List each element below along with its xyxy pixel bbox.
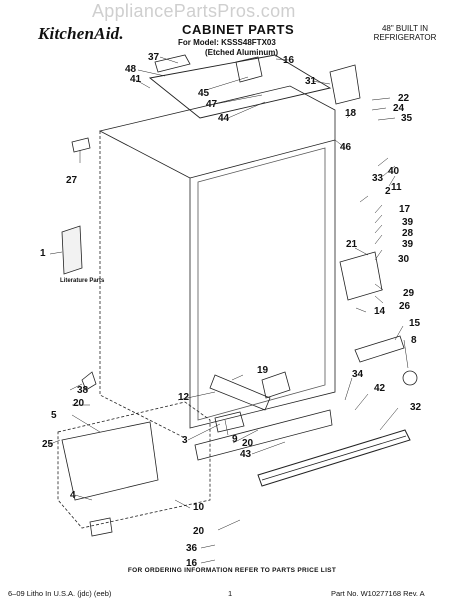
product-line-2: REFRIGERATOR — [373, 33, 437, 42]
callout-40: 40 — [388, 166, 400, 177]
callout-5: 5 — [51, 410, 57, 421]
cabinet-top-panel — [148, 54, 332, 119]
product-description: 48" BUILT IN REFRIGERATOR — [366, 24, 444, 42]
foot-bracket — [89, 517, 113, 537]
callout-29: 29 — [403, 288, 415, 299]
shim-plate — [261, 371, 291, 399]
callout-30: 30 — [398, 254, 410, 265]
roller-cylinder — [354, 335, 405, 363]
cabinet-inner-wall — [99, 131, 186, 439]
cabinet-interior-opening — [197, 147, 326, 421]
callout-4: 4 — [70, 490, 76, 501]
roller-wheel — [402, 370, 418, 386]
callout-31: 31 — [305, 76, 317, 87]
callout-20: 20 — [73, 398, 85, 409]
callout-39: 39 — [402, 239, 414, 250]
callout-28: 28 — [402, 228, 414, 239]
leveling-rail — [61, 421, 159, 501]
callout-47: 47 — [206, 99, 218, 110]
page-title: CABINET PARTS — [182, 22, 295, 37]
roller-assembly — [209, 374, 271, 411]
callout-24: 24 — [393, 103, 405, 114]
callout-17: 17 — [399, 204, 411, 215]
callout-36: 36 — [186, 543, 198, 554]
callout-18: 18 — [345, 108, 357, 119]
callout-8: 8 — [411, 335, 417, 346]
callout-32: 32 — [410, 402, 422, 413]
literature-parts-label: Literature Parts — [60, 278, 105, 284]
top-bracket-left — [154, 54, 191, 73]
brand-logo: KitchenAid. — [38, 24, 124, 43]
model-line: For Model: KSSS48FTX03 — [178, 38, 276, 47]
kick-plate-inner — [261, 435, 407, 481]
page-number: 1 — [228, 589, 233, 598]
callout-1: 1 — [40, 248, 46, 259]
callout-46: 46 — [340, 142, 352, 153]
callout-10: 10 — [193, 502, 205, 513]
kick-plate — [257, 429, 411, 487]
callout-37: 37 — [148, 52, 160, 63]
callout-11: 11 — [391, 182, 402, 193]
clip-bracket — [71, 137, 91, 153]
callout-26: 26 — [399, 301, 411, 312]
callout-41: 41 — [130, 74, 142, 85]
star-bracket — [81, 371, 97, 391]
callout-43: 43 — [240, 449, 252, 460]
callout-14: 14 — [374, 306, 386, 317]
callout-38: 38 — [77, 385, 89, 396]
litho-info: 6–09 Litho In U.S.A. (jdc) (eeb) — [8, 589, 112, 598]
base-grille — [194, 409, 333, 461]
base-frame — [57, 401, 211, 529]
cabinet-front-edge — [189, 139, 336, 179]
literature-booklet — [61, 225, 83, 275]
callout-34: 34 — [352, 369, 364, 380]
callout-3: 3 — [182, 435, 188, 446]
callout-2: 2 — [385, 186, 391, 197]
leader-lines — [47, 56, 409, 564]
callout-45: 45 — [198, 88, 210, 99]
callout-35: 35 — [401, 113, 413, 124]
cabinet-outline — [98, 85, 336, 429]
ordering-info: FOR ORDERING INFORMATION REFER TO PARTS … — [127, 567, 337, 574]
watermark: AppliancePartsPros.com — [92, 1, 296, 21]
callout-16: 16 — [283, 55, 295, 66]
callout-39: 39 — [402, 217, 414, 228]
hinge-bracket — [339, 251, 383, 301]
model-variant: (Etched Aluminum) — [205, 48, 279, 57]
callout-25: 25 — [42, 439, 54, 450]
callout-21: 21 — [346, 239, 358, 250]
callout-48: 48 — [125, 64, 137, 75]
top-hinge-bracket — [329, 64, 361, 105]
callout-44: 44 — [218, 113, 230, 124]
callout-27: 27 — [66, 175, 78, 186]
callout-12: 12 — [178, 392, 190, 403]
callout-19: 19 — [257, 365, 269, 376]
callout-33: 33 — [372, 173, 384, 184]
callout-20: 20 — [193, 526, 205, 537]
callout-22: 22 — [398, 93, 410, 104]
mullion-hinge — [235, 56, 263, 83]
callout-15: 15 — [409, 318, 421, 329]
product-line-1: 48" BUILT IN — [381, 24, 429, 33]
callout-20: 20 — [242, 438, 254, 449]
callout-16: 16 — [186, 558, 198, 569]
part-number: Part No. W10277168 Rev. A — [331, 589, 425, 598]
callout-9: 9 — [232, 434, 238, 445]
callout-42: 42 — [374, 383, 386, 394]
drain-pan — [214, 411, 245, 433]
